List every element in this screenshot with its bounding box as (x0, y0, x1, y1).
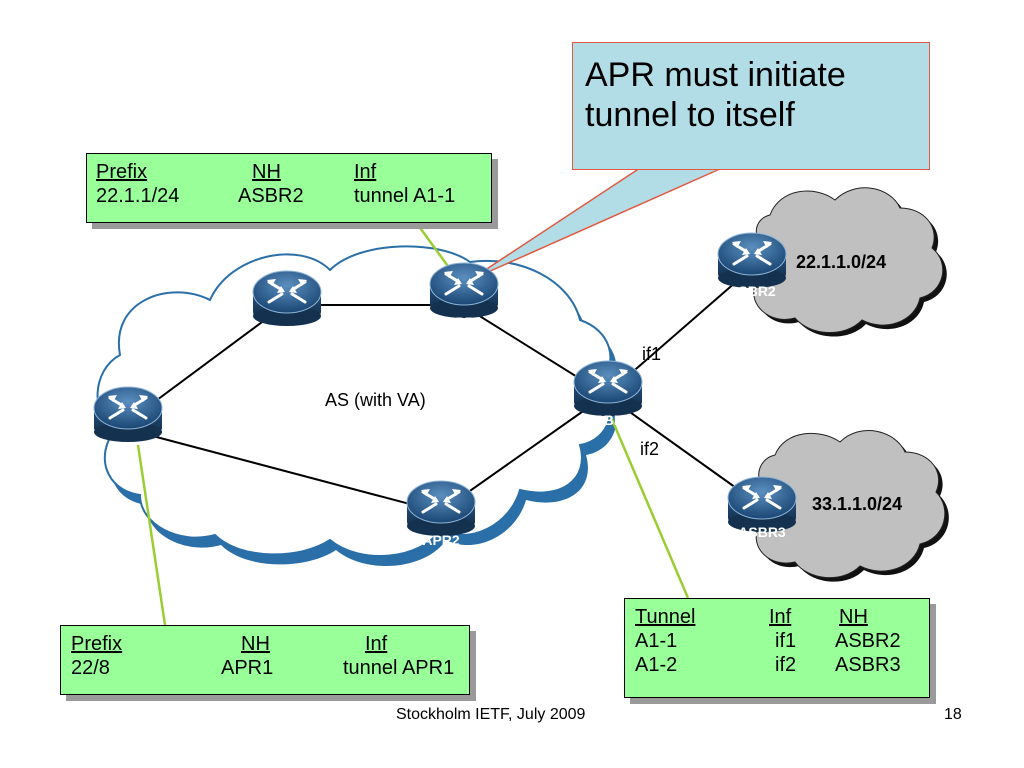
external-cloud-asbr3 (745, 430, 949, 582)
asbr1-cell-nh: ASBR2 (835, 630, 901, 652)
router-r1: R1 (92, 385, 164, 455)
asbr1-header-inf: Inf (769, 606, 792, 628)
external-cloud-asbr2 (741, 187, 947, 337)
prefix-asbr2: 22.1.1.0/24 (796, 252, 886, 272)
callout-line-2: tunnel to itself (585, 96, 795, 134)
router-asbr3: ASBR3 (726, 475, 798, 540)
router-label-r2: R2 (278, 323, 296, 339)
r1-route-table: Prefix NH Inf 22/8 APR1 tunnel APR1 (60, 625, 470, 695)
pointer-r1 (136, 444, 167, 626)
r1-cell-nh: APR1 (221, 657, 274, 679)
link-r1-apr2 (129, 429, 441, 513)
asbr1-cell-tunnel: A1-2 (635, 654, 678, 676)
router-label-asbr2: ASBR2 (728, 283, 776, 299)
r1-cell-prefix: 22/8 (71, 657, 110, 679)
r1-cell-inf: tunnel APR1 (343, 657, 455, 679)
r1-header-inf: Inf (365, 633, 388, 655)
table-row: A1-2 if2 ASBR3 (635, 653, 901, 677)
interface-if1: if1 (642, 344, 661, 364)
r1-header-prefix: Prefix (71, 633, 123, 655)
callout-box: APR must initiate tunnel to itself (572, 42, 930, 170)
pointer-asbr1 (606, 409, 690, 599)
apr1-cell-inf: tunnel A1-1 (354, 185, 456, 207)
apr1-route-table: Prefix NH Inf 22.1.1/24 ASBR2 tunnel A1-… (86, 153, 492, 223)
asbr1-cell-inf: if2 (775, 654, 797, 676)
as-cloud (96, 245, 617, 567)
apr1-header-prefix: Prefix (96, 161, 148, 183)
router-label-asbr3: ASBR3 (738, 524, 786, 540)
apr1-header-nh: NH (252, 161, 281, 183)
interface-if2: if2 (640, 439, 659, 459)
asbr1-header-nh: NH (839, 606, 868, 628)
footer-text: Stockholm IETF, July 2009 (396, 706, 586, 723)
router-r2: R2 (251, 269, 323, 339)
asbr1-header-tunnel: Tunnel (635, 606, 696, 628)
prefix-asbr3: 33.1.1.0/24 (812, 494, 902, 514)
callout-line-1: APR must initiate (585, 56, 846, 94)
apr1-cell-prefix: 22.1.1/24 (96, 185, 180, 207)
router-label-apr2: APR2 (422, 532, 460, 548)
as-label: AS (with VA) (325, 390, 426, 410)
asbr1-cell-inf: if1 (775, 630, 797, 652)
apr1-cell-nh: ASBR2 (238, 185, 304, 207)
router-label-asbr1: ASBR1 (584, 412, 632, 428)
router-asbr1: ASBR1 (572, 359, 644, 428)
callout-pointer (469, 167, 723, 281)
page-number: 18 (944, 706, 962, 723)
r1-header-nh: NH (241, 633, 270, 655)
router-label-r1: R1 (119, 439, 137, 455)
router-apr2: APR2 (405, 479, 477, 548)
router-label-apr1: APR1 (445, 314, 483, 330)
apr1-header-inf: Inf (354, 161, 377, 183)
table-row: A1-1 if1 ASBR2 (635, 629, 901, 653)
asbr1-cell-nh: ASBR3 (835, 654, 901, 676)
asbr1-tunnel-table: Tunnel Inf NH A1-1 if1 ASBR2 A1-2 if2 AS… (624, 598, 930, 698)
router-apr1: APR1 (428, 261, 500, 330)
asbr1-cell-tunnel: A1-1 (635, 630, 678, 652)
router-asbr2: ASBR2 (716, 231, 788, 299)
